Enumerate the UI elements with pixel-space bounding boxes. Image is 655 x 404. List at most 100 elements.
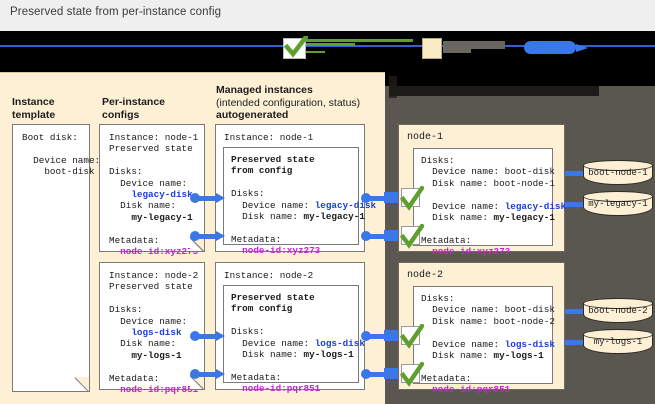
pic1-subtitle: Preserved state (109, 143, 193, 155)
cylinder-top (583, 298, 653, 309)
check-icon (400, 224, 424, 249)
tan-swatch-icon (422, 38, 442, 59)
instance-template-text: Boot disk: Device name: boot-disk (13, 125, 109, 185)
connector-square (384, 230, 398, 241)
col-head-line1: Managed instances (216, 84, 313, 96)
right-panel-heading-redacted (385, 72, 655, 86)
node2-disks-label: Disks: (421, 293, 455, 304)
mi1-disks-label: Disks: (231, 188, 265, 200)
node1-metadata-value: node-id:xyz273 (421, 246, 511, 258)
cylinder-top (583, 160, 653, 171)
node-box-node-1-inner: Disks: Device name: boot-disk Disk name:… (413, 148, 566, 257)
node1-name: node-1 (407, 132, 444, 143)
per-instance-config-node-2: Instance: node-2 Preserved state Disks: … (99, 262, 205, 395)
node1-attached-device-label: Device name: (421, 200, 505, 212)
connector-dot (361, 369, 371, 379)
connector-bar (370, 333, 386, 339)
page-title: Preserved state from per-instance config (10, 6, 222, 18)
node2-attached-disk-label: Disk name: (421, 350, 494, 362)
pic1-text: Instance: node-1 Preserved state Disks: … (100, 125, 207, 264)
legend-band-redacted (0, 31, 655, 72)
mi1-title: Instance: node-1 (224, 132, 314, 143)
connector-bar (199, 371, 217, 377)
it-line-2: Device name: (22, 154, 101, 166)
mi2-preserved-2: from config (231, 303, 293, 315)
cylinder-top (583, 329, 653, 340)
page-fold-corner (75, 377, 90, 392)
connector-arrow (216, 331, 225, 341)
pic2-subtitle: Preserved state (109, 281, 193, 293)
disk-link-bar (565, 202, 583, 207)
mi2-device-label: Device name: (231, 337, 315, 349)
column-heading-per-instance-configs: Per-instance configs (102, 96, 165, 121)
node2-attached-disk-value: my-logs-1 (493, 350, 544, 362)
mi2-disk-label: Disk name: (231, 349, 304, 361)
connector-square (384, 192, 398, 203)
blue-arrow-icon (524, 41, 588, 54)
mi2-metadata-label: Metadata: (231, 371, 282, 383)
managed-instance-node-1: Instance: node-1 Preserved state from co… (215, 124, 376, 256)
legend-green-line-2 (303, 43, 355, 46)
pic2-device-label: Device name: (109, 315, 188, 327)
col-head-line1: Instance (12, 96, 55, 108)
node-box-node-2-inner: Disks: Device name: boot-disk Disk name:… (413, 286, 555, 395)
mi2-device-value: logs-disk (314, 337, 365, 349)
managed-instance-node-1-inner: Preserved state from config Disks: Devic… (223, 147, 376, 256)
node2-boot-disk: Disk name: boot-node-2 (421, 315, 555, 327)
managed-instance-node-2: Instance: node-2 Preserved state from co… (215, 262, 365, 394)
mi1-metadata-value: node-id:xyz273 (231, 245, 321, 257)
connector-arrow (216, 369, 225, 379)
connector-bar (199, 195, 217, 201)
connector-dot (190, 369, 200, 379)
pic2-metadata-value: node-id:pqr851 (109, 384, 199, 396)
legend-gray-bar-1 (443, 41, 505, 49)
col-head-line1: Per-instance (102, 96, 166, 108)
mi1-disk-value: my-legacy-1 (303, 211, 365, 223)
legend-green-line-3 (303, 51, 325, 54)
pic2-disks-label: Disks: (109, 304, 143, 316)
mi1-preserved-1: Preserved state (231, 154, 315, 165)
column-heading-instance-template: Instance template (12, 96, 55, 121)
col-head-line3: autogenerated (216, 109, 289, 121)
mi2-disks-label: Disks: (231, 326, 265, 338)
legend-gray-bar-2 (443, 49, 471, 53)
disk-label: my-legacy-1 (588, 199, 648, 209)
mi2-disk-value: my-logs-1 (303, 349, 354, 361)
instance-template-box: Boot disk: Device name: boot-disk (12, 124, 100, 392)
connector-arrow (216, 231, 225, 241)
right-panel-glyph-redacted (389, 76, 397, 98)
connector-bar (370, 195, 386, 201)
mi1-preserved-2: from config (231, 165, 293, 177)
pic2-disk-label: Disk name: (109, 338, 176, 350)
mi1-device-label: Device name: (231, 199, 315, 211)
pic2-disk-value: my-logs-1 (109, 349, 182, 361)
node2-name: node-2 (407, 270, 444, 281)
connector-dot (190, 331, 200, 341)
connector-bar (370, 233, 386, 239)
check-icon (400, 324, 424, 349)
legend-green-line-1 (303, 39, 413, 42)
column-heading-managed-instances: Managed instances (intended configuratio… (216, 84, 360, 122)
it-line-3: boot-disk (22, 166, 95, 178)
check-icon (283, 33, 310, 60)
node-box-node-1: node-1 Disks: Device name: boot-disk Dis… (398, 124, 566, 257)
disk-label: boot-node-1 (588, 168, 648, 178)
disk-cylinder-my-legacy-1: my-legacy-1 (583, 191, 653, 217)
col-head-line2: template (12, 108, 56, 121)
connector-dot (361, 331, 371, 341)
disk-cylinder-my-logs-1: my-logs-1 (583, 329, 653, 355)
disk-label: my-logs-1 (593, 337, 643, 347)
mi2-title: Instance: node-2 (224, 270, 314, 281)
managed-instance-node-2-inner: Preserved state from config Disks: Devic… (223, 285, 365, 394)
pic1-device-value: legacy-disk (109, 189, 193, 201)
legend-blue-rule (0, 45, 655, 47)
mi1-metadata-label: Metadata: (231, 233, 282, 245)
node2-metadata-label: Metadata: (421, 372, 472, 384)
disk-cylinder-boot-node-1: boot-node-1 (583, 160, 653, 186)
node1-boot-disk: Disk name: boot-node-1 (421, 177, 555, 189)
it-line-0: Boot disk: (22, 132, 78, 143)
node1-disks-label: Disks: (421, 155, 455, 166)
connector-dot (190, 231, 200, 241)
pic1-disk-label: Disk name: (109, 200, 176, 212)
disk-link-bar (565, 340, 583, 345)
